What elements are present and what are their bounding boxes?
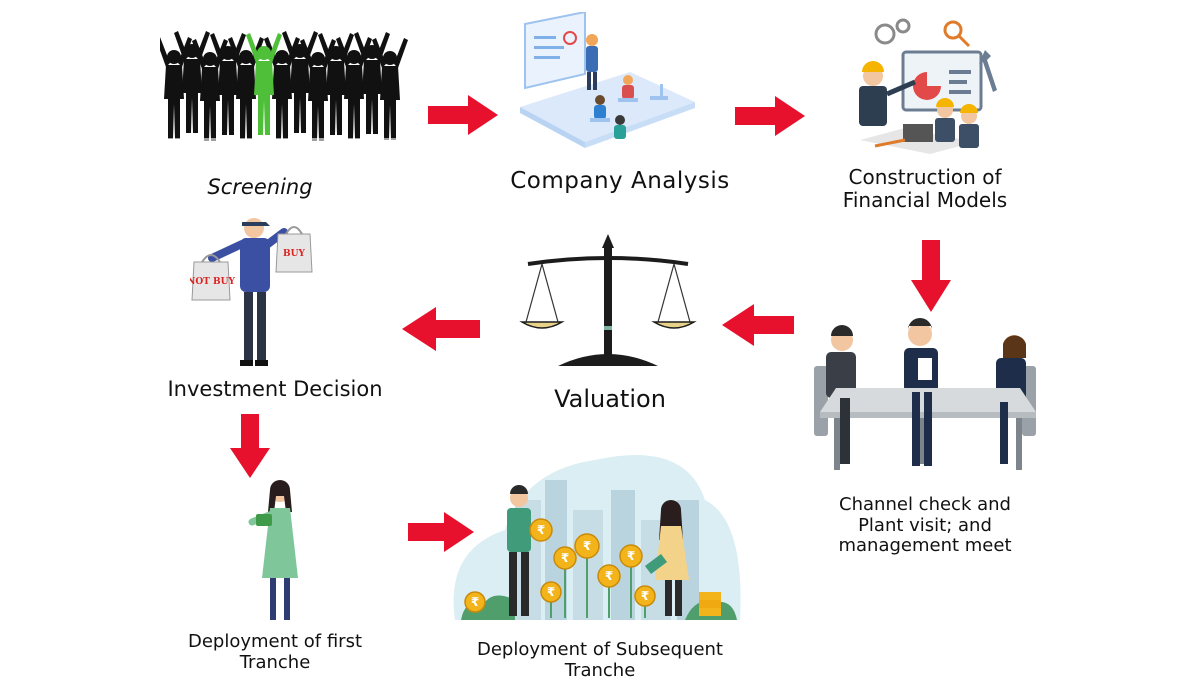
buy-bag-text: BUY (283, 249, 305, 259)
arrow-down-icon (911, 240, 951, 312)
rupee-coin-text: ₹ (627, 549, 635, 563)
step-screening-label: Screening (207, 175, 313, 199)
arrow-down-icon (230, 414, 270, 478)
rupee-coin-text: ₹ (537, 523, 545, 537)
woman-holding-money-illustration (248, 480, 298, 620)
step-subsequent-tranche-label: Deployment of Subsequent Tranche (477, 639, 723, 681)
step-financial-models-label: Construction of Financial Models (842, 165, 1008, 212)
crowd-silhouette-illustration (160, 31, 410, 150)
rupee-coin-text: ₹ (641, 589, 649, 603)
rupee-coin-text: ₹ (605, 569, 613, 583)
step-company-analysis-label: Company Analysis (510, 168, 730, 194)
person-with-buy-bags-illustration: NOT BUY BUY (190, 218, 313, 366)
arrow-left-icon (722, 304, 794, 346)
step-channel-check-label: Channel check and Plant visit; and manag… (838, 494, 1012, 557)
money-growth-city-illustration: ₹ ₹ ₹ ₹ ₹ ₹ ₹ ₹ (453, 455, 741, 620)
rupee-coin-text: ₹ (547, 585, 555, 599)
business-meeting-illustration (814, 318, 1036, 470)
arrow-right-icon (735, 96, 805, 136)
rupee-coin-text: ₹ (471, 595, 479, 609)
step-first-tranche-label: Deployment of first Tranche (187, 631, 363, 673)
rupee-coin-text: ₹ (583, 539, 591, 553)
balance-scale-icon (519, 234, 697, 366)
step-valuation-label: Valuation (554, 385, 666, 413)
arrow-right-icon (428, 95, 498, 135)
arrow-left-icon (402, 307, 480, 351)
arrow-right-icon (408, 512, 474, 552)
presentation-meeting-illustration (520, 12, 695, 148)
not-buy-bag-text: NOT BUY (190, 277, 235, 287)
engineers-analyzing-chart-illustration (859, 18, 997, 154)
rupee-coin-text: ₹ (561, 551, 569, 565)
step-investment-decision-label: Investment Decision (167, 377, 383, 401)
